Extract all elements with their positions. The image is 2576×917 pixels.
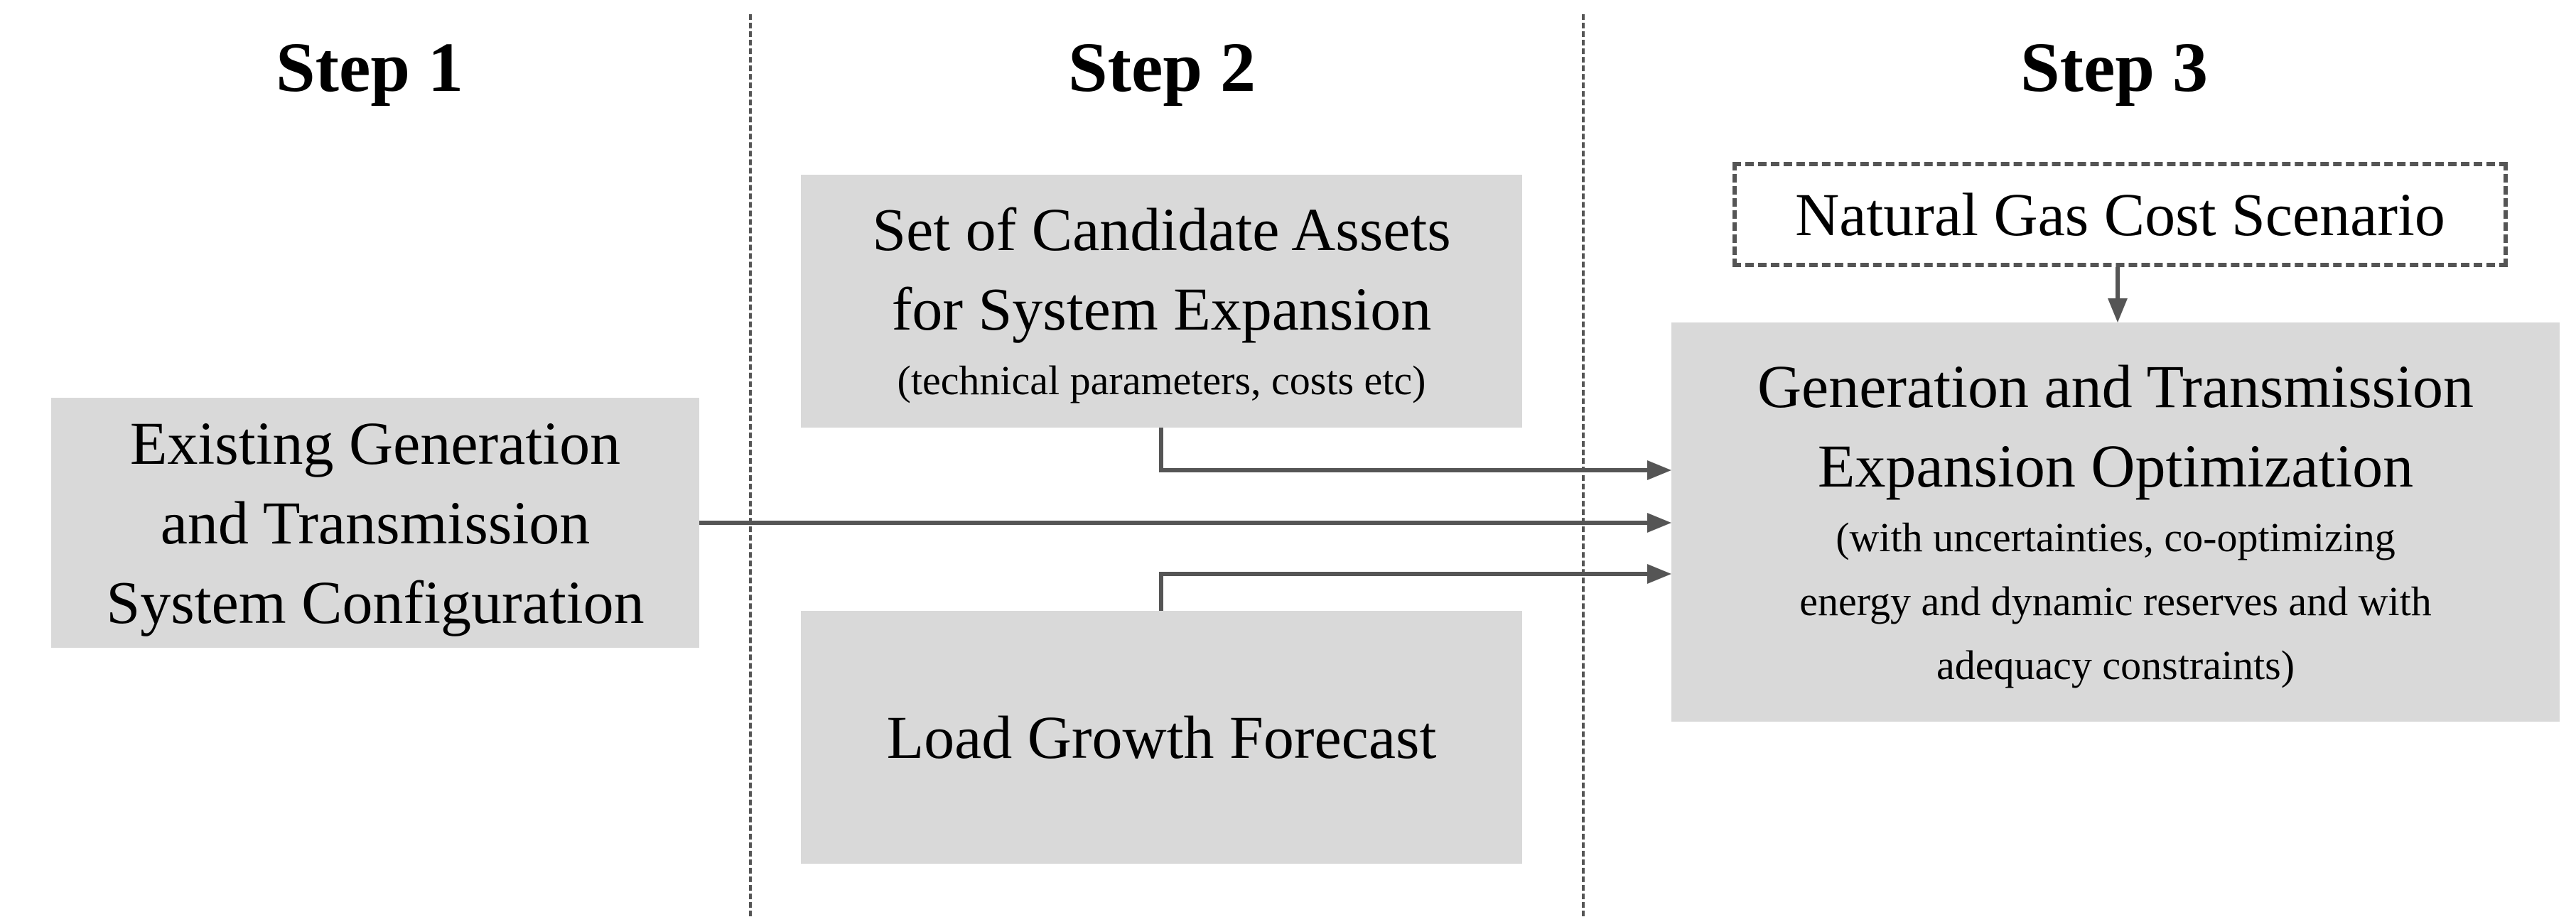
- arrow-candidate-to-optimization: [1159, 428, 1650, 472]
- existing-box-line-2: and Transmission: [160, 489, 591, 557]
- step-3-title: Step 3: [2020, 28, 2208, 107]
- step-1-title: Step 1: [276, 28, 463, 107]
- candidate-box-note: (technical parameters, costs etc): [897, 357, 1426, 403]
- arrowhead-candidate: [1647, 460, 1671, 480]
- load-growth-box: Load Growth Forecast: [801, 611, 1522, 864]
- divider-step1-step2: [749, 14, 752, 916]
- candidate-assets-box: Set of Candidate Assets for System Expan…: [801, 175, 1522, 428]
- optimization-note-1: (with uncertainties, co-optimizing: [1836, 514, 2396, 560]
- load-growth-label: Load Growth Forecast: [886, 703, 1437, 771]
- optimization-note-2: energy and dynamic reserves and with: [1799, 578, 2432, 624]
- optimization-note-3: adequacy constraints): [1936, 642, 2295, 688]
- step-2-title: Step 2: [1068, 28, 1256, 107]
- arrow-load-to-optimization: [1159, 572, 1650, 611]
- existing-box-line-3: System Configuration: [106, 568, 645, 636]
- candidate-box-line-1: Set of Candidate Assets: [872, 195, 1451, 264]
- gas-cost-scenario-box: Natural Gas Cost Scenario: [1732, 162, 2508, 267]
- gas-cost-scenario-label: Natural Gas Cost Scenario: [1795, 180, 2445, 249]
- optimization-line-1: Generation and Transmission: [1757, 352, 2474, 420]
- optimization-line-2: Expansion Optimization: [1817, 432, 2414, 500]
- optimization-box: Generation and Transmission Expansion Op…: [1671, 322, 2560, 722]
- candidate-box-line-2: for System Expansion: [891, 275, 1432, 343]
- arrowhead-scenario: [2108, 298, 2128, 322]
- existing-system-box: Existing Generation and Transmission Sys…: [51, 398, 699, 648]
- arrowhead-existing: [1647, 513, 1671, 533]
- arrowhead-load: [1647, 564, 1671, 584]
- divider-step2-step3: [1582, 14, 1585, 916]
- existing-box-line-1: Existing Generation: [129, 409, 621, 477]
